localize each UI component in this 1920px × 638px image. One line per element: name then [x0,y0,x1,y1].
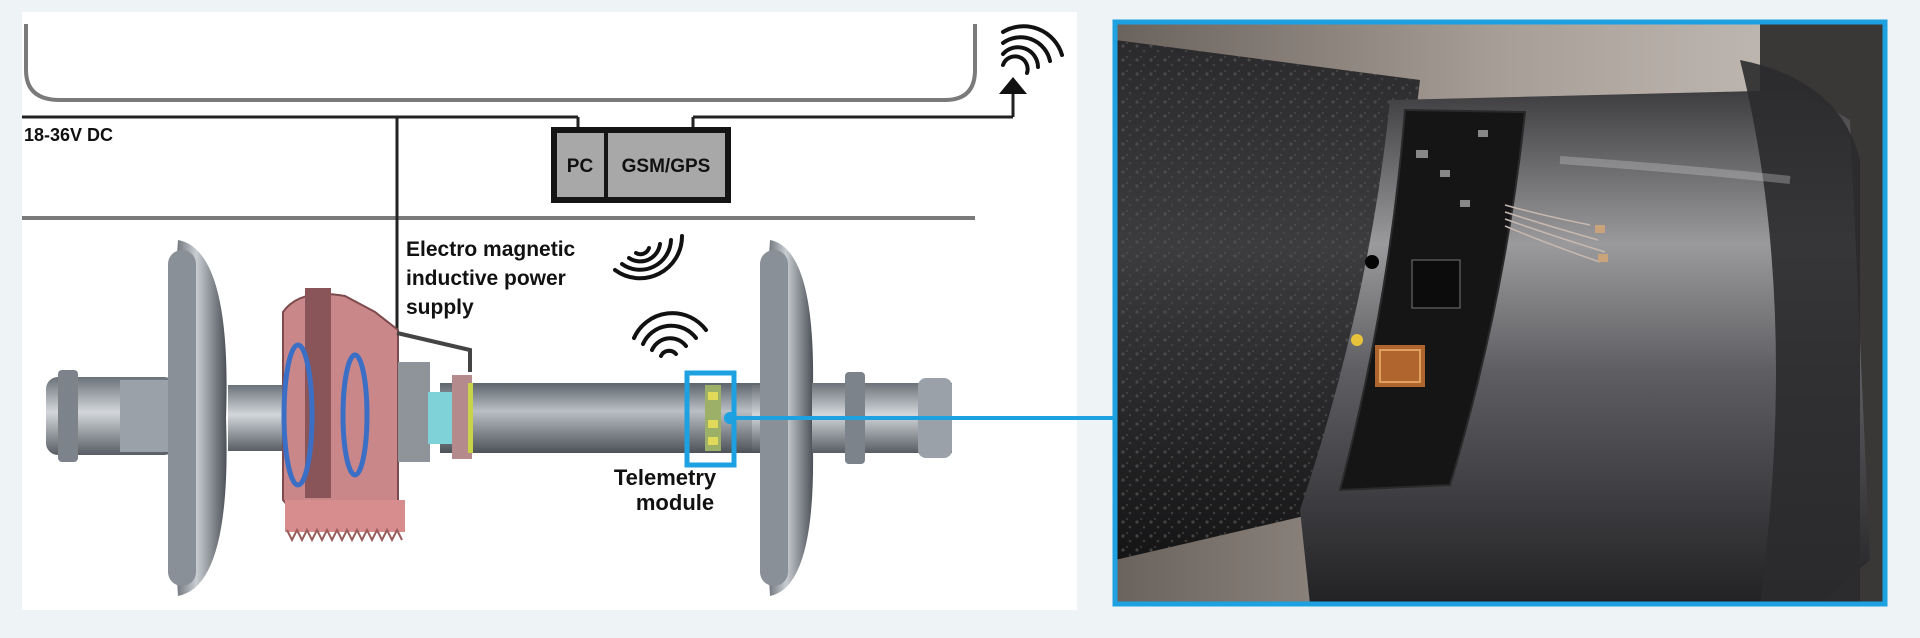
power-supply-label-line: supply [406,296,474,319]
telemetry-label-line: Telemetry [614,465,717,490]
gearbox-teeth [286,527,403,543]
pcb-led [1351,334,1363,346]
strain-gauge-wires [1504,204,1606,263]
gsm-gps-box [608,133,725,197]
pcb-component [1478,130,1488,137]
strain-gauge [1598,254,1608,262]
pcb-chip [1411,259,1461,309]
pcb-component [1416,150,1428,158]
pcb-antenna-trace [1379,349,1421,383]
gsm-gps-label: GSM/GPS [622,156,711,177]
left-hub-ring [58,370,78,462]
telemetry-module-photo [1115,22,1885,604]
photo-frame [1112,19,1888,607]
wireless-signal-icon [613,234,685,281]
inductive-coil-housing [398,362,430,462]
power-supply-label: Electro magnetic inductive power supply [406,238,576,319]
power-supply-label-line: Electro magnetic [406,238,576,261]
supply-voltage-label: 18-36V DC [24,125,113,145]
telemetry-module-diagram [705,385,721,451]
antenna-icon [999,77,1027,94]
car-body-outline [24,24,977,102]
pcb-capacitor [1365,255,1379,269]
brake-disc-left [281,342,315,488]
brake-disc-right [340,352,370,478]
shaft-shoulder [1740,60,1860,604]
strain-gauge [1595,225,1605,233]
pcb-component [1440,170,1450,177]
inductive-coil [428,392,454,444]
telemetry-chip [708,420,718,428]
gearbox-fins [285,500,405,532]
pc-label: PC [567,156,594,177]
pcb-antenna-patch [1375,345,1425,387]
shaft-reflection [1559,156,1791,184]
coupling [452,375,472,459]
coupling-ring [468,383,473,453]
pc-box [557,133,604,197]
inductive-supply-bracket [396,331,472,372]
wireless-signal-icon [632,311,708,358]
connector-dot [724,412,736,424]
power-supply-label-line: inductive power [406,267,566,290]
left-inner-collar [228,385,288,451]
telemetry-label-line: module [636,490,714,515]
telemetry-chip [708,437,718,445]
left-wheel-rim [168,250,196,586]
pcb-component [1460,200,1470,207]
telemetry-chip [708,392,718,400]
wireless-signal-icon [1001,24,1064,75]
